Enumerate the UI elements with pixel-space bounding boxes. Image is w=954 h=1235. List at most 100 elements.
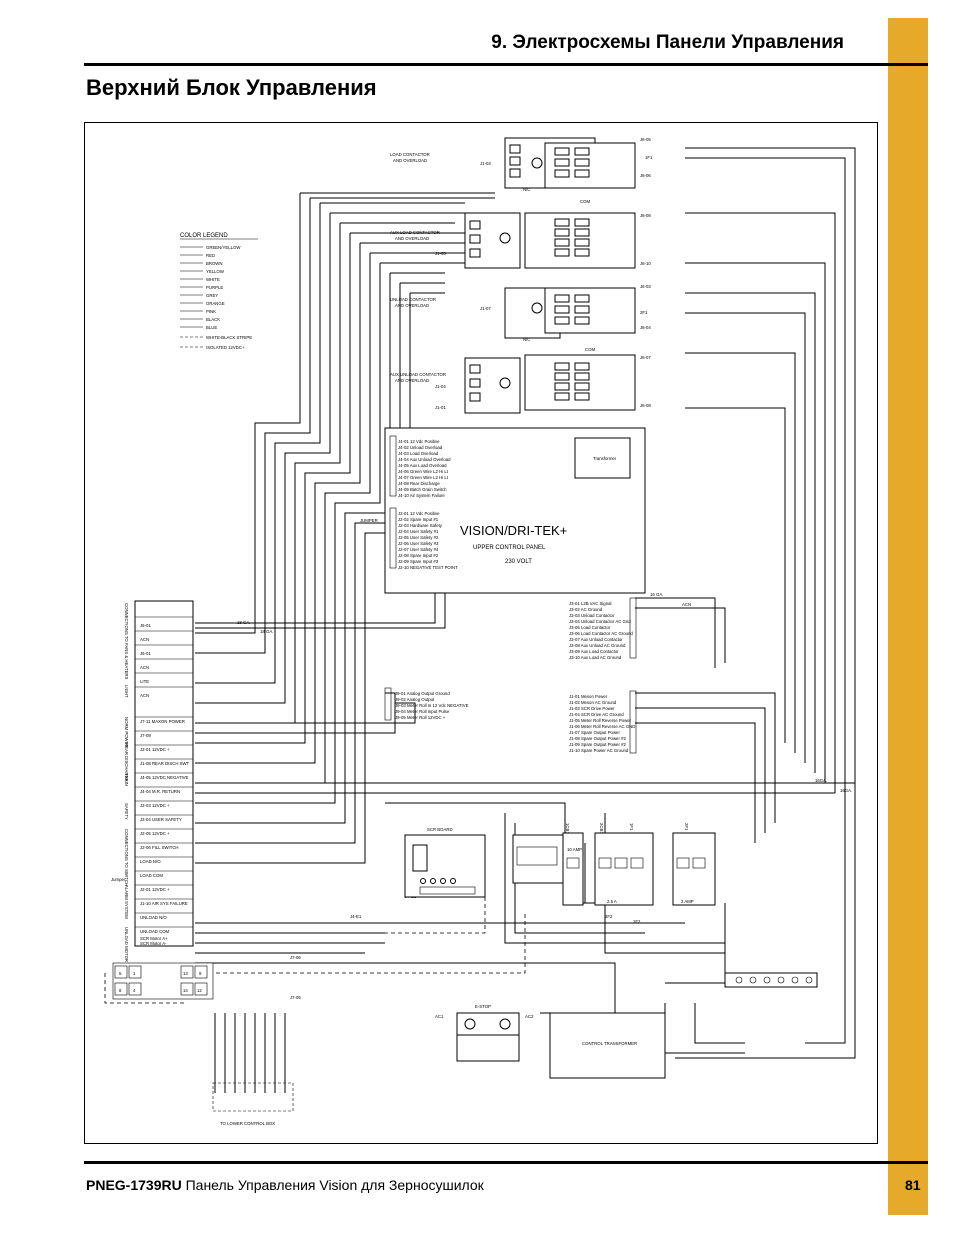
left-connection-label: CONNECTIONS TO SWITCH	[124, 829, 129, 886]
section-color-tab	[888, 18, 928, 1215]
terminal-label: J4-04 M.R. RETURN	[140, 789, 180, 794]
contactor-load: LOAD CONTACTOR AND OVERLOAD J1-03 J6-05 …	[390, 137, 653, 204]
power-relay	[512, 834, 564, 884]
contactor-top-tag: J6-08	[640, 213, 651, 218]
breaker-label: 2CB1	[599, 823, 604, 834]
wire-label: 18 GA.	[260, 629, 273, 634]
scr-board-label: SCR BOARD	[427, 827, 453, 832]
breaker-label: 1F2	[633, 919, 641, 924]
terminal-label: J2-03 12VDC +	[140, 803, 170, 808]
wire-label: J4-E1	[350, 914, 362, 919]
contactor-aux-unload: AUX UNLOAD CONTACTOR AND OVERLOAD J1-04 …	[390, 354, 651, 414]
terminal-label: J1-01 Meson Power	[569, 694, 608, 699]
breaker-label: 2F1	[684, 823, 689, 831]
control-panel: Transformer VISION/DRI-TEK+ UPPER CONTRO…	[360, 427, 646, 594]
contactor-label-1: LOAD CONTACTOR	[390, 152, 430, 157]
terminal-label: J4-08 Rear Discharge	[398, 481, 440, 486]
color-legend: COLOR LEGEND GREEN/YELLOW RED BROWN YELL…	[180, 233, 258, 350]
terminal-label: J9-02 Analog Output	[395, 697, 435, 702]
left-connection-label: NORM POWER	[124, 717, 129, 748]
terminal-label: J4-04 Aux Unload Overload	[398, 457, 451, 462]
terminal-label: J2-02 Spare Input #1	[398, 517, 439, 522]
terminal-label: J2-07 User Safety #4	[398, 547, 439, 552]
terminal-label: J2-01 12VDC +	[140, 747, 170, 752]
lower-control-connector: TO LOWER CONTROL BOX	[212, 1082, 294, 1126]
wire-label: J7-06	[290, 955, 301, 960]
terminal-label: SCR Motor A+	[140, 936, 168, 941]
contactor-label-1: AUX LOAD CONTACTOR	[390, 230, 440, 235]
terminal-label: J3-08 Aux Unload AC Ground	[569, 643, 626, 648]
contactor-label-2: AND OVERLOAD	[395, 378, 429, 383]
wiring-diagram-frame: LOAD CONTACTOR AND OVERLOAD J1-03 J6-05 …	[84, 122, 878, 1144]
connector-pin: 1	[133, 971, 136, 976]
control-transformer-label: CONTROL TRANSFORMER	[582, 1041, 637, 1046]
header-divider	[84, 63, 928, 66]
terminal-label: J4-07 Green Wire L2 Hi Lt	[398, 475, 449, 480]
estop: E-STOP AC1 AC2	[435, 1004, 534, 1062]
connector-pin: 4	[133, 988, 136, 993]
panel-subtitle: UPPER CONTROL PANEL	[473, 545, 546, 551]
contactor-top-tag: J6-07	[640, 355, 651, 360]
scr-board: SCR BOARD	[404, 827, 486, 898]
terminal-label: J1-06 Meter Roll Reverse AC GND	[569, 724, 635, 729]
connector-block: 5 1 13 9 8 4 14 12	[112, 962, 214, 1000]
terminal-label: J6-01	[140, 623, 151, 628]
contactor-left-tag: J1-05	[435, 251, 446, 256]
connector-pin: 9	[199, 971, 202, 976]
terminal-label: UNLOAD COM	[140, 929, 170, 934]
terminal-label: J1-05 Meter Roll Reverse Power	[569, 718, 632, 723]
legend-entry: GREEN/YELLOW	[206, 245, 241, 250]
contactor-side-tag: 1F1	[645, 155, 653, 160]
terminal-label: J7-11 MAXON POWER	[140, 719, 185, 724]
page-title: Верхний Блок Управления	[86, 75, 377, 100]
breaker-rating: 10 AMP	[567, 847, 582, 852]
breaker-label: 1CB1	[565, 823, 570, 834]
terminal-label: J3-01 L2B VAC Signal	[569, 601, 611, 606]
terminal-label: J2-01 12 Vdc Positive	[398, 511, 440, 516]
doc-title: Панель Управления Vision для Зерносушило…	[185, 1177, 484, 1193]
terminal-label: J1-04 SCR Drive AC Ground	[569, 712, 624, 717]
terminal-label: J2-05 12VDC +	[140, 831, 170, 836]
wiring-diagram: LOAD CONTACTOR AND OVERLOAD J1-03 J6-05 …	[104, 137, 856, 1126]
breaker-rating: 2.5 A	[607, 899, 617, 904]
terminal-label: J1-03 SCR Drive Power	[569, 706, 615, 711]
legend-entry: GREY	[206, 293, 218, 298]
legend-entry: YELLOW	[206, 269, 225, 274]
contactor-com: COM	[585, 347, 595, 352]
left-jumper-label: Jumper	[111, 877, 126, 882]
connector-pin: 12	[197, 988, 202, 993]
left-connection-label: UNLOAD MOTOR	[124, 927, 129, 962]
terminal-label: J4-03 Load Overload	[398, 451, 439, 456]
connector-pin: 8	[119, 988, 122, 993]
left-connection-label: SAFETY	[124, 803, 129, 820]
terminal-label: J1-08 REAR DISCH SWT	[140, 761, 190, 766]
terminal-label: J4-10 Air System Failure	[398, 493, 445, 498]
estop-tag: AC2	[525, 1014, 534, 1019]
legend-entry: ISOLATED 12VDC+	[206, 345, 245, 350]
section-title: 9. Электросхемы Панели Управления	[491, 32, 844, 53]
terminal-label: J3-04 Unload Contactor AC Gnd	[569, 619, 631, 624]
contactor-nc: N/C	[523, 187, 530, 192]
terminal-label: J6-01	[140, 651, 151, 656]
terminal-label: J9-03 Meter Roll In 12 Vdc NEGATIVE	[395, 703, 469, 708]
terminal-label: J4-05 Aux Load Overload	[398, 463, 447, 468]
terminal-label: J2-06 User Safety #3	[398, 541, 439, 546]
terminal-label: J2-08 Spare Input #2	[398, 553, 439, 558]
left-terminal-strip: J6-01 ACN J6-01 ACN LITE ACN J7-11 MAXON…	[111, 600, 194, 962]
contactor-left-tag: J1-03	[480, 161, 491, 166]
terminal-label: J4-01 12 Vdc Positive	[398, 439, 440, 444]
wire-label: J7-05	[290, 995, 301, 1000]
contactor-top-tag: J6-03	[640, 284, 651, 289]
dashed-wires	[104, 883, 526, 1004]
lower-control-label: TO LOWER CONTROL BOX	[220, 1121, 275, 1126]
doc-code: PNEG-1739RU	[86, 1177, 182, 1193]
wire-label: ACN	[682, 602, 691, 607]
legend-entry: RED	[206, 253, 215, 258]
page-number: 81	[905, 1177, 921, 1193]
terminal-label: J3-07 Aux Unload Contactor	[569, 637, 623, 642]
contactor-label-1: AUX UNLOAD CONTACTOR	[390, 372, 446, 377]
terminal-label: SCR Motor A-	[140, 941, 167, 946]
estop-tag: AC1	[435, 1014, 444, 1019]
terminal-label: J1-09 Spare Output Power #2	[569, 742, 626, 747]
connector-pin: 14	[183, 988, 188, 993]
